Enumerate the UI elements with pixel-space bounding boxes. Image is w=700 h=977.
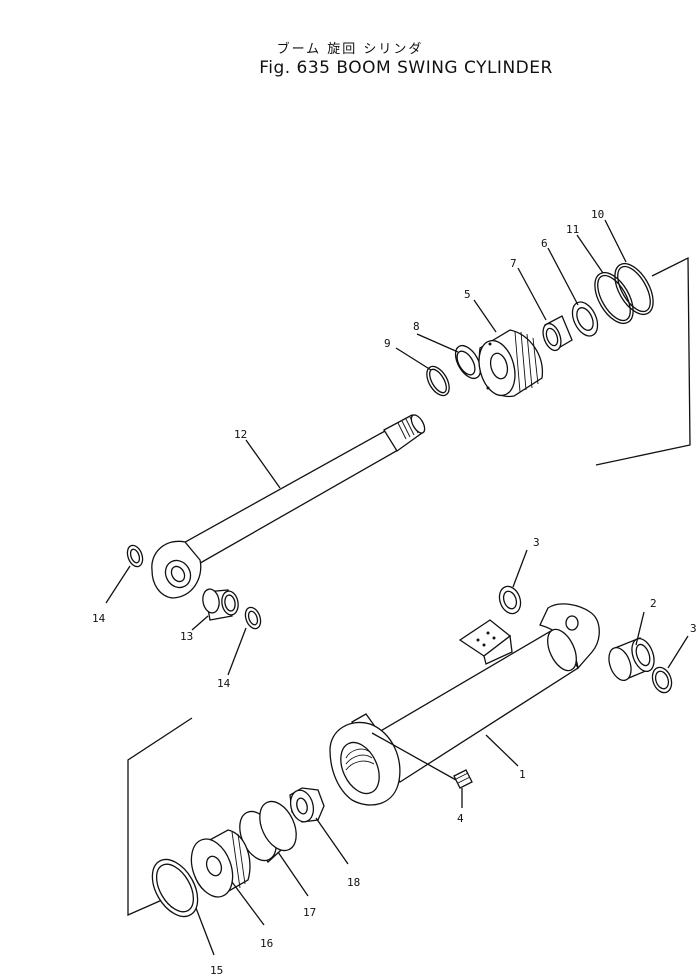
callout-3-upper: 3 xyxy=(533,536,540,549)
cylinder-head xyxy=(190,829,251,898)
dust-seal-rod-eye-right xyxy=(244,606,262,630)
callout-2: 2 xyxy=(650,597,657,610)
callout-14-right: 14 xyxy=(217,677,231,690)
callout-5: 5 xyxy=(464,288,471,301)
callout-16: 16 xyxy=(260,937,273,950)
callout-labels: 1 2 3 3 4 5 6 7 8 9 10 11 12 13 14 14 15… xyxy=(92,208,697,977)
callout-10: 10 xyxy=(591,208,604,221)
callout-18: 18 xyxy=(347,876,360,889)
rod-eye-bushing xyxy=(202,588,239,621)
snap-ring xyxy=(426,365,450,397)
backup-ring xyxy=(614,262,654,316)
bushing xyxy=(542,315,573,352)
piston-rod xyxy=(151,414,426,599)
leader-lines xyxy=(105,219,689,956)
figure-title-japanese: ブーム 旋回 シリンダ xyxy=(276,42,424,57)
callout-3-right: 3 xyxy=(690,622,697,635)
dust-seal xyxy=(571,301,599,337)
callout-8: 8 xyxy=(413,320,420,333)
group-bracket-lower xyxy=(127,717,193,916)
cylinder-bushing xyxy=(608,637,655,681)
dust-seal-cylinder-upper xyxy=(498,585,522,615)
callout-17: 17 xyxy=(303,906,316,919)
callout-15: 15 xyxy=(210,964,223,977)
grease-fitting xyxy=(453,769,473,789)
callout-9: 9 xyxy=(384,337,391,350)
callout-12: 12 xyxy=(234,428,247,441)
callout-13: 13 xyxy=(180,630,193,643)
callout-6: 6 xyxy=(541,237,548,250)
callout-11: 11 xyxy=(566,223,579,236)
dust-seal-cylinder-right xyxy=(651,666,673,694)
callout-1: 1 xyxy=(519,768,526,781)
o-ring xyxy=(594,271,634,325)
rod-seal xyxy=(454,344,482,380)
nut xyxy=(289,787,325,823)
figure-title: Fig. 635 BOOM SWING CYLINDER xyxy=(259,58,553,78)
callout-7: 7 xyxy=(510,257,517,270)
group-bracket-upper xyxy=(595,256,691,466)
head-seal-ring xyxy=(151,858,199,918)
callout-4: 4 xyxy=(457,812,464,825)
dust-seal-rod-eye-left xyxy=(126,544,144,568)
cylinder-tube xyxy=(329,603,600,806)
callout-14-left: 14 xyxy=(92,612,106,625)
piston xyxy=(478,329,544,398)
wear-ring xyxy=(239,800,297,863)
